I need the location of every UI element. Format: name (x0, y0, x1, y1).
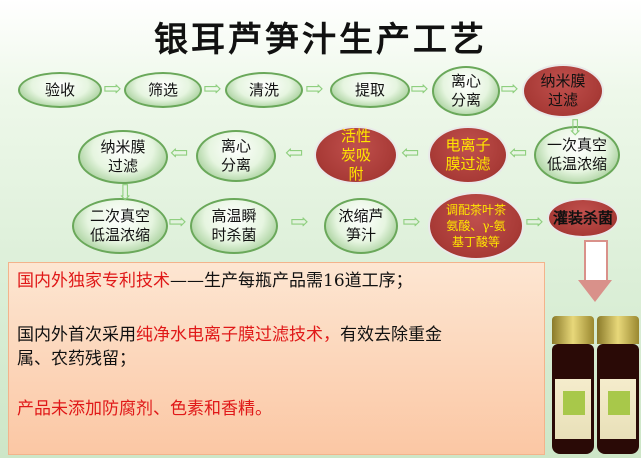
arrow-right-icon: ⇨ (103, 77, 122, 102)
step-nanofiltration-2: 纳米膜过滤 (78, 130, 168, 184)
step-extraction: 提取 (330, 72, 410, 108)
arrow-right-icon: ⇨ (410, 77, 429, 102)
arrow-down-shaft (584, 240, 608, 282)
step-filling: 灌装杀菌 (547, 198, 619, 238)
product-bottle (597, 316, 639, 454)
note-2-text: 国内外首次采用 (17, 325, 136, 345)
step-screening: 筛选 (124, 72, 202, 108)
step-blending: 调配茶叶茶氨酸、γ-氨基丁酸等 (428, 192, 524, 260)
arrow-left-icon: ⇦ (401, 141, 420, 166)
arrow-right-icon: ⇨ (525, 210, 544, 235)
step-activated-carbon: 活性炭吸附 (314, 126, 398, 184)
step-flash-sterilize: 高温瞬时杀菌 (190, 198, 278, 254)
arrow-down-icon (578, 280, 612, 302)
arrow-down-icon: ⇨ (562, 117, 588, 137)
note-3: 产品未添加防腐剂、色素和香精。 (17, 399, 272, 419)
arrow-right-icon: ⇨ (290, 210, 309, 235)
step-vacuum-1: 一次真空低温浓缩 (534, 126, 620, 184)
note-1-text: ——生产每瓶产品需16道工序； (170, 271, 413, 291)
arrow-right-icon: ⇨ (402, 210, 421, 235)
step-concentrate: 浓缩芦笋汁 (324, 198, 398, 254)
arrow-left-icon: ⇦ (509, 141, 528, 166)
arrow-left-icon: ⇦ (170, 141, 189, 166)
note-2-text-end: 有效去除重金属、农药残留； (17, 325, 442, 369)
note-1: 国内外独家专利技术——生产每瓶产品需16道工序； (17, 269, 536, 293)
step-vacuum-2: 二次真空低温浓缩 (72, 198, 168, 254)
step-acceptance: 验收 (18, 72, 102, 108)
notes-box: 国内外独家专利技术——生产每瓶产品需16道工序； 国内外首次采用纯净水电离子膜过… (8, 262, 545, 455)
slide-title: 银耳芦笋汁生产工艺 (154, 20, 487, 60)
step-nanofiltration-1: 纳米膜过滤 (522, 64, 604, 118)
arrow-left-icon: ⇦ (285, 141, 304, 166)
product-bottle (552, 316, 594, 454)
arrow-down-icon: ⇨ (112, 182, 138, 202)
step-centrifuge-1: 离心分离 (432, 66, 500, 116)
note-1-highlight: 国内外独家专利技术 (17, 271, 170, 291)
note-2: 国内外首次采用纯净水电离子膜过滤技术，有效去除重金属、农药残留； (17, 323, 536, 371)
arrow-right-icon: ⇨ (168, 210, 187, 235)
note-2-highlight: 纯净水电离子膜过滤技术， (136, 325, 340, 345)
step-centrifuge-2: 离心分离 (196, 130, 276, 182)
arrow-right-icon: ⇨ (500, 77, 519, 102)
arrow-right-icon: ⇨ (305, 77, 324, 102)
step-washing: 清洗 (225, 72, 303, 108)
arrow-right-icon: ⇨ (203, 77, 222, 102)
step-ion-membrane: 电离子膜过滤 (428, 126, 508, 184)
